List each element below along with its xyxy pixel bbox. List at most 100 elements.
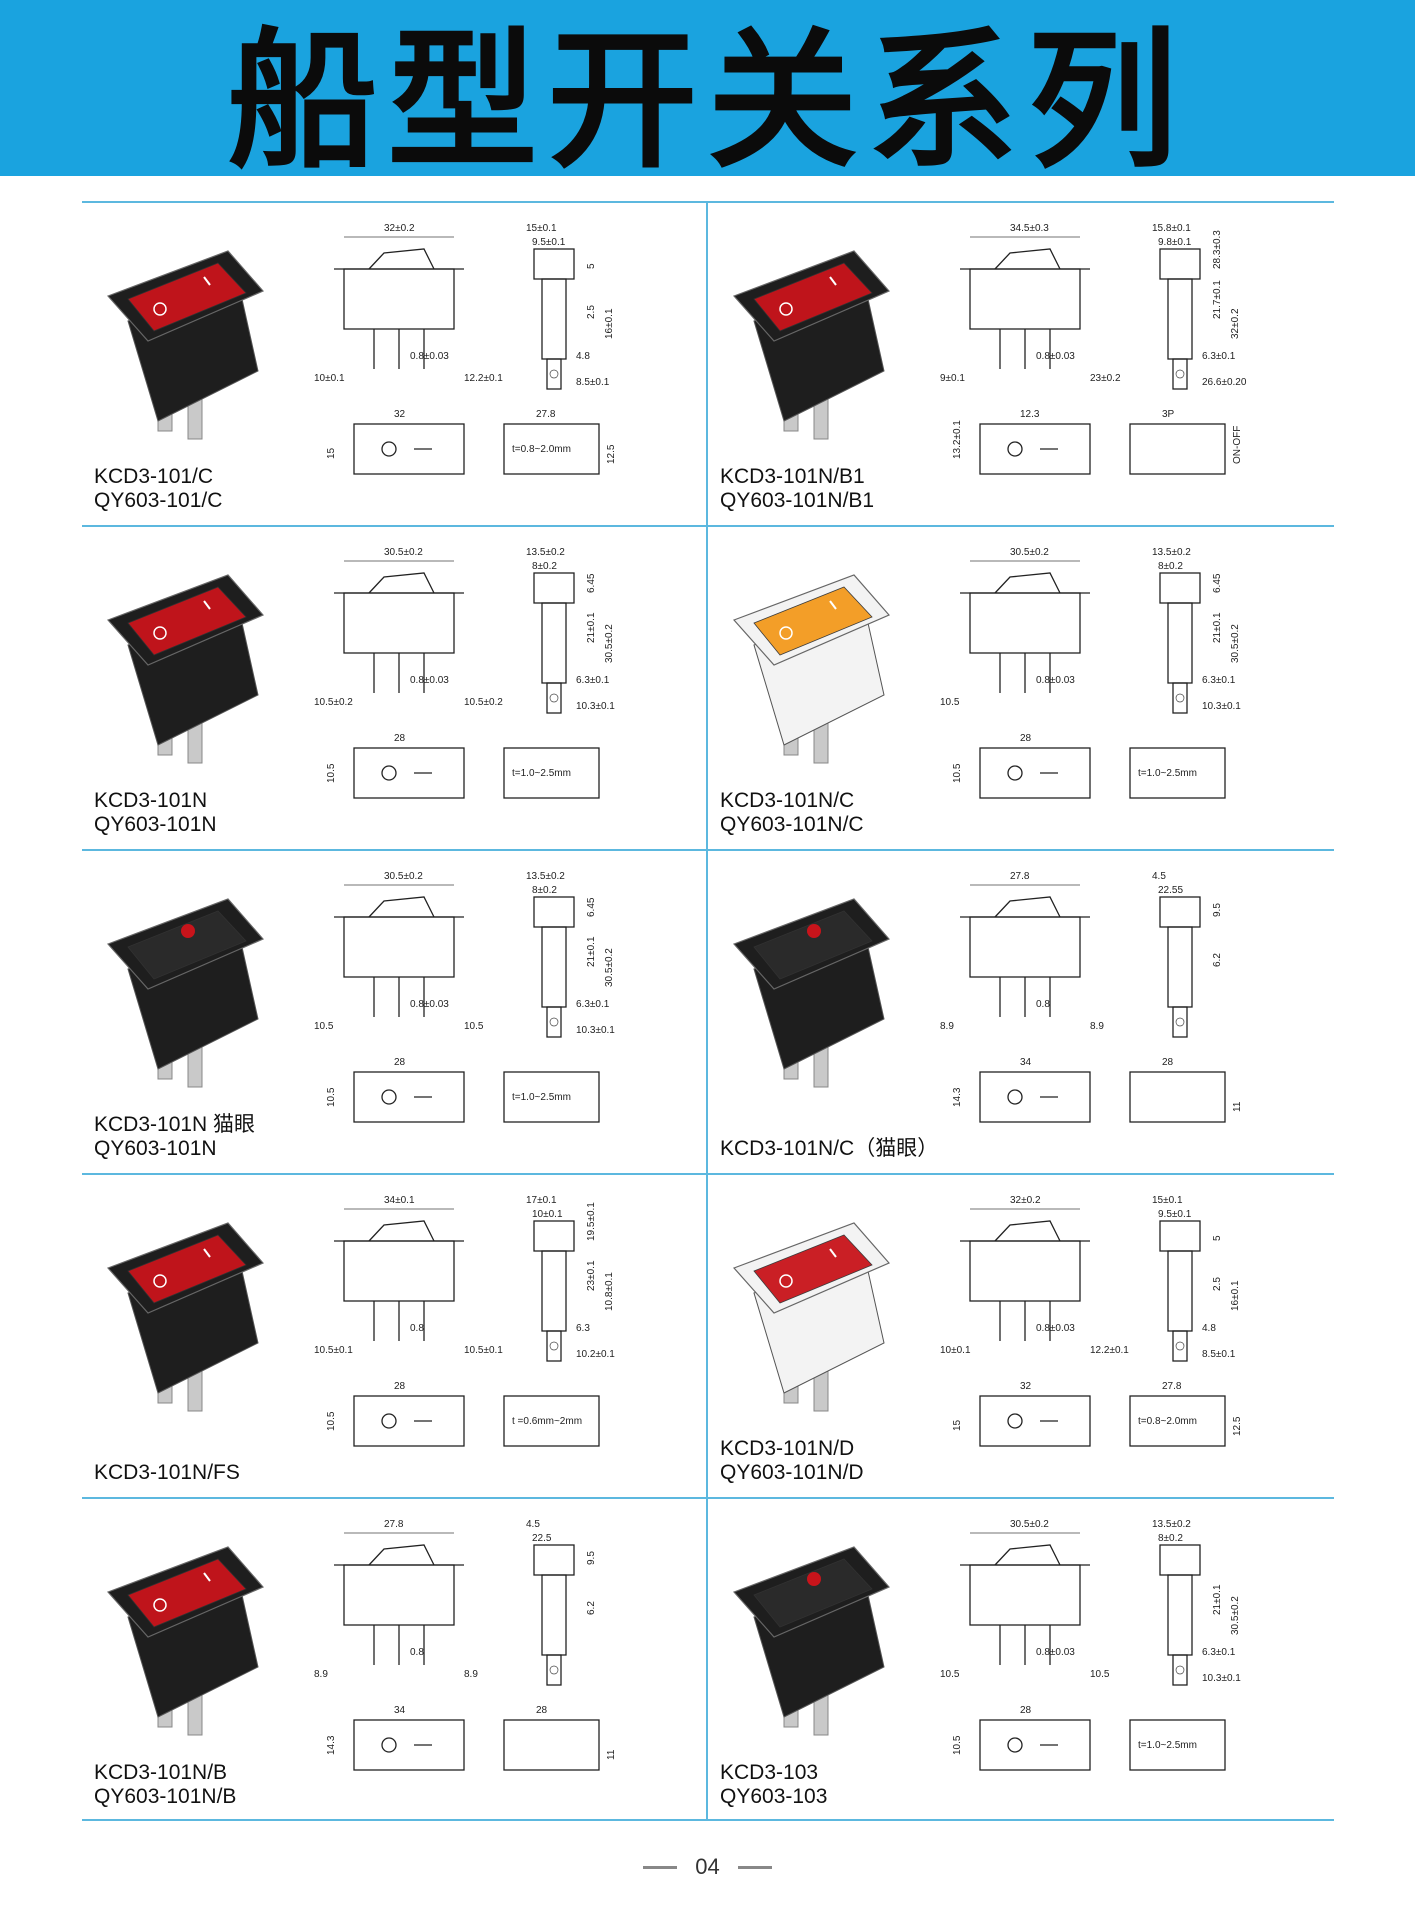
dimension-h1: 28.3±0.3 xyxy=(1212,230,1223,269)
switch-photo xyxy=(106,250,264,440)
dimension-leg: 10.3±0.1 xyxy=(1202,1673,1241,1684)
dimension-cut2_w: 28 xyxy=(1162,1057,1174,1068)
dimension-cut_w: 28 xyxy=(1020,1705,1032,1716)
front-view-rocker xyxy=(994,572,1061,594)
off-mark xyxy=(779,1274,793,1288)
dimension-leg: 8.5±0.1 xyxy=(1202,1349,1236,1360)
dimension-pitch: 10.5 xyxy=(940,697,960,708)
divider xyxy=(82,849,1334,851)
dimension-h1: 9.5 xyxy=(1212,903,1223,917)
dimension-cut_w: 28 xyxy=(1020,733,1032,744)
dimension-tab: 6.3 xyxy=(576,1323,590,1334)
front-view-body xyxy=(343,1240,455,1302)
off-mark xyxy=(153,302,167,316)
on-mark xyxy=(203,600,211,610)
cutout-o-mark xyxy=(1007,765,1023,781)
side-view-terminal xyxy=(1172,682,1188,714)
dimension-side2: 9.8±0.1 xyxy=(1158,237,1192,248)
dimension-h2: 23±0.1 xyxy=(586,1260,597,1291)
on-mark xyxy=(829,276,837,286)
off-mark xyxy=(779,626,793,640)
dimension-pitch: 10.5±0.1 xyxy=(314,1345,353,1356)
panel-cutout-side xyxy=(503,1395,600,1447)
dimension-side: 13.5±0.2 xyxy=(1152,547,1191,558)
dimension-h2: 6.2 xyxy=(1212,953,1223,967)
front-view-rocker xyxy=(368,572,435,594)
dimension-tab: 6.3±0.1 xyxy=(576,999,610,1010)
model-numbers: KCD3-101N/FS xyxy=(94,1461,240,1485)
product-photo xyxy=(106,574,264,764)
dimension-side: 4.5 xyxy=(1152,871,1166,882)
dimension-h2: 21±0.1 xyxy=(586,936,597,967)
model-number: QY603-101N xyxy=(94,1137,217,1160)
panel-cutout-side xyxy=(1129,747,1226,799)
product-photo xyxy=(732,1222,890,1412)
dimension-pin: 0.8±0.03 xyxy=(1036,675,1075,686)
cutout-o-mark xyxy=(1007,1089,1023,1105)
side-view-top xyxy=(533,248,575,280)
panel-cutout-front xyxy=(979,1395,1091,1447)
cutout-o-mark xyxy=(1007,1737,1023,1753)
switch-photo xyxy=(732,250,890,440)
dimension-pitch: 10±0.1 xyxy=(940,1345,971,1356)
model-number: KCD3-101N/B xyxy=(94,1761,228,1784)
panel-cutout-front xyxy=(353,1071,465,1123)
dimension-thickness: t=0.8~2.0mm xyxy=(1138,1416,1197,1427)
front-view-rocker xyxy=(368,1220,435,1242)
dimension-leg: 10.3±0.1 xyxy=(576,1025,615,1036)
dimension-h2: 21±0.1 xyxy=(586,612,597,643)
model-number: QY603-101N/B1 xyxy=(720,489,875,512)
dimension-cut2_h: 11 xyxy=(1232,1101,1243,1112)
dimension-side: 13.5±0.2 xyxy=(1152,1519,1191,1530)
divider xyxy=(82,1497,1334,1499)
dimension-pitch: 8.9 xyxy=(314,1669,328,1680)
dimension-side2: 22.5 xyxy=(532,1533,552,1544)
side-view-body xyxy=(541,1574,567,1656)
terminal-hole xyxy=(549,1341,559,1351)
dimension-side2: 9.5±0.1 xyxy=(1158,1209,1192,1220)
switch-photo xyxy=(106,1222,264,1412)
panel-cutout-side xyxy=(1129,1071,1226,1123)
model-number: KCD3-101N/C（猫眼） xyxy=(720,1137,939,1160)
model-number: KCD3-101N/B1 xyxy=(720,465,865,488)
dimension-h1: 6.45 xyxy=(586,573,597,593)
front-view-body xyxy=(343,916,455,978)
on-mark xyxy=(203,1572,211,1582)
terminal-hole xyxy=(549,693,559,703)
rocker xyxy=(127,910,247,980)
dimension-h2: 21.7±0.1 xyxy=(1212,280,1223,319)
dimension-leg: 10.2±0.1 xyxy=(576,1349,615,1360)
dimension-pin: 0.8±0.03 xyxy=(1036,1323,1075,1334)
dimension-cut2_w: 28 xyxy=(536,1705,548,1716)
model-number: QY603-103 xyxy=(720,1785,828,1808)
dimension-h2: 21±0.1 xyxy=(1212,1584,1223,1615)
dimension-pin: 0.8 xyxy=(1036,999,1050,1010)
side-view-top xyxy=(533,896,575,928)
dimension-thickness: t=1.0~2.5mm xyxy=(512,1092,571,1103)
dimension-pitch2: 8.9 xyxy=(464,1669,478,1680)
on-mark xyxy=(203,276,211,286)
on-mark xyxy=(203,1248,211,1258)
side-view-body xyxy=(1167,926,1193,1008)
dimension-pitch: 10.5 xyxy=(314,1021,334,1032)
front-view-rocker xyxy=(368,896,435,918)
side-view-top xyxy=(533,1220,575,1252)
dimension-side2: 8±0.2 xyxy=(1158,561,1183,572)
product-photo xyxy=(732,250,890,440)
cutout-o-mark xyxy=(381,1737,397,1753)
side-view-top xyxy=(533,572,575,604)
terminal-hole xyxy=(1175,1665,1185,1675)
dimension-cut2_w: 3P xyxy=(1162,409,1175,420)
